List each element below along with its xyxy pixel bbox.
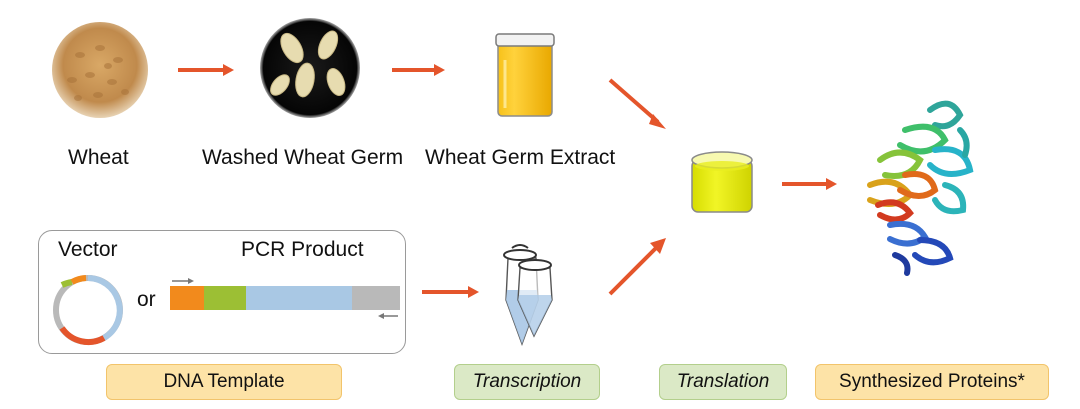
- reaction-beaker: [691, 151, 753, 213]
- washed-wheat-germ-image: [260, 18, 360, 118]
- tag-dna-template: DNA Template: [106, 364, 342, 400]
- tag-transcription: Transcription: [454, 364, 600, 400]
- label-washed-wheat-germ: Washed Wheat Germ: [202, 146, 404, 169]
- arrow-reaction-to-protein: [782, 178, 837, 190]
- tag-synthesized-proteins: Synthesized Proteins*: [815, 364, 1049, 400]
- tag-translation: Translation: [659, 364, 787, 400]
- arrow-extract-to-reaction: [608, 78, 666, 129]
- arrow-transcription-to-reaction: [608, 238, 666, 296]
- label-vector: Vector: [58, 238, 118, 261]
- label-pcr-product: PCR Product: [241, 238, 364, 261]
- arrow-wheat-to-germ: [178, 64, 234, 76]
- wheat-germ-extract-jar: [495, 33, 555, 117]
- label-wheat: Wheat: [68, 146, 129, 169]
- label-wheat-germ-extract: Wheat Germ Extract: [425, 146, 616, 169]
- transcription-tube: [503, 244, 553, 347]
- vector-plasmid: [53, 275, 123, 346]
- dna-template-box: [38, 230, 406, 354]
- arrow-template-to-transcription: [422, 286, 479, 298]
- wheat-image: [52, 22, 148, 118]
- pcr-product-bar: [170, 278, 400, 319]
- label-or: or: [137, 288, 156, 311]
- protein-structure-image: [867, 100, 974, 276]
- arrow-germ-to-extract: [392, 64, 445, 76]
